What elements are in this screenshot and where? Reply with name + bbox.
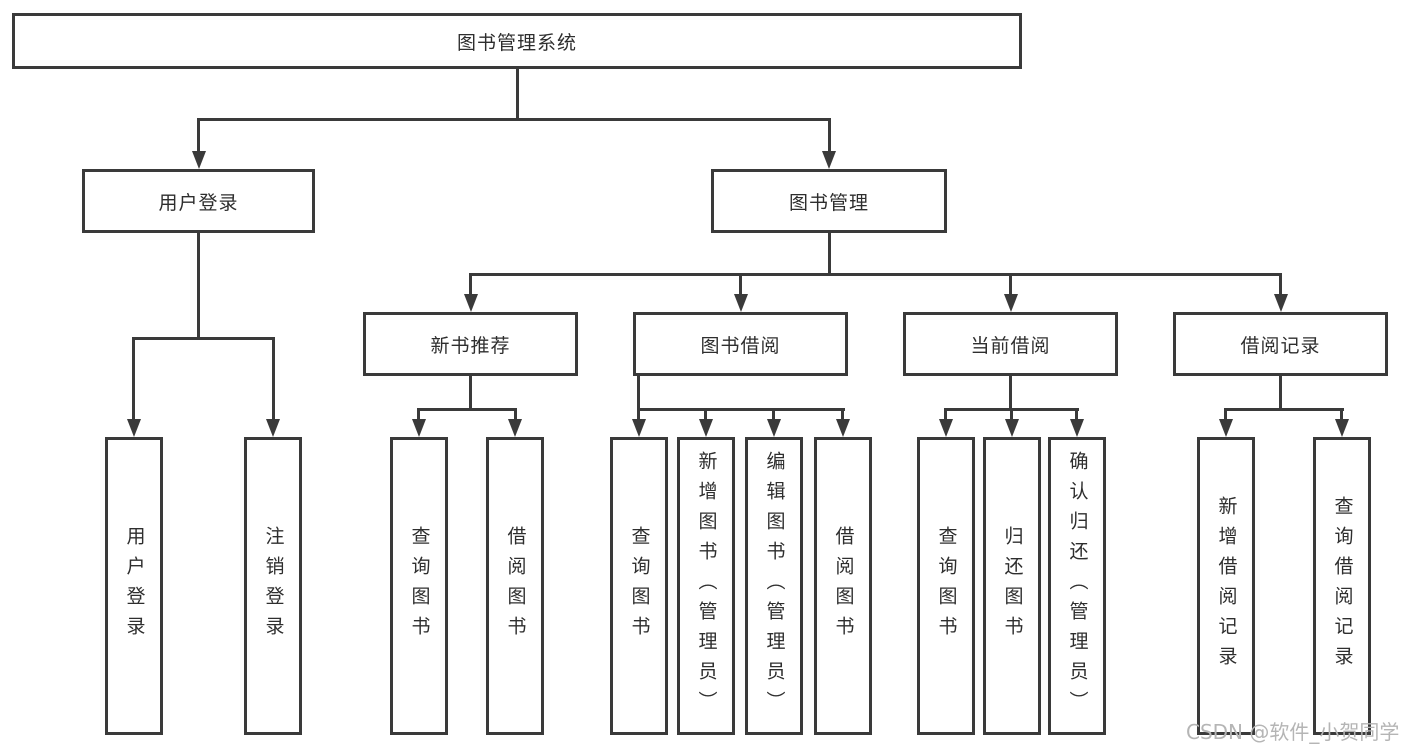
leaf-return-book: 归还图书 bbox=[983, 437, 1041, 735]
arrow-to-borrow-records bbox=[1274, 294, 1288, 312]
leaf-logout: 注销登录 bbox=[244, 437, 302, 735]
arrow-to-book-borrow bbox=[734, 294, 748, 312]
arrow-to-user-login bbox=[192, 151, 206, 169]
arrow-to-edit-book bbox=[767, 419, 781, 437]
node-book-management: 图书管理 bbox=[711, 169, 947, 233]
connector-bookborrow-hbar bbox=[637, 408, 845, 411]
arrow-to-current-borrow bbox=[1004, 294, 1018, 312]
node-root: 图书管理系统 bbox=[12, 13, 1022, 69]
arrow-to-leaf-logout bbox=[266, 419, 280, 437]
arrow-to-add-book bbox=[699, 419, 713, 437]
leaf-edit-book-admin: 编辑图书（管理员） bbox=[745, 437, 803, 735]
connector-userlogin-right-shaft bbox=[272, 337, 275, 421]
node-user-login: 用户登录 bbox=[82, 169, 315, 233]
leaf-add-book-admin: 新增图书（管理员） bbox=[677, 437, 735, 735]
connector-userlogin-hbar bbox=[132, 337, 275, 340]
connector-currentborrow-trunk bbox=[1009, 376, 1012, 408]
connector-recommend-shaft1 bbox=[417, 408, 420, 422]
connector-currentborrow-shaft2 bbox=[1010, 408, 1013, 422]
node-book-borrow: 图书借阅 bbox=[633, 312, 848, 376]
connector-shaft-recommend bbox=[469, 273, 472, 297]
arrow-to-recommend-borrow bbox=[508, 419, 522, 437]
connector-bookborrow-shaft3 bbox=[772, 408, 775, 422]
connector-recommend-shaft2 bbox=[514, 408, 517, 422]
connector-bookmgmt-trunk bbox=[828, 233, 831, 273]
leaf-recommend-borrow-book: 借阅图书 bbox=[486, 437, 544, 735]
arrow-to-new-book-recommend bbox=[464, 294, 478, 312]
node-new-book-recommend: 新书推荐 bbox=[363, 312, 578, 376]
connector-userlogin-left-shaft bbox=[132, 337, 135, 421]
connector-root-trunk bbox=[516, 69, 519, 118]
connector-root-hbar bbox=[197, 118, 831, 121]
connector-records-shaft1 bbox=[1224, 408, 1227, 422]
connector-bookborrow-shaft2 bbox=[704, 408, 707, 422]
connector-records-hbar bbox=[1224, 408, 1344, 411]
arrow-to-borrow-leaf bbox=[836, 419, 850, 437]
arrow-to-book-management bbox=[822, 151, 836, 169]
arrow-to-return-book bbox=[1005, 419, 1019, 437]
arrow-to-leaf-user-login bbox=[127, 419, 141, 437]
connector-recommend-hbar bbox=[417, 408, 517, 411]
arrow-to-confirm-return bbox=[1070, 419, 1084, 437]
connector-records-shaft2 bbox=[1340, 408, 1343, 422]
arrow-to-query-record bbox=[1335, 419, 1349, 437]
node-current-borrow: 当前借阅 bbox=[903, 312, 1118, 376]
arrow-to-borrow-query bbox=[632, 419, 646, 437]
connector-shaft-borrowrecords bbox=[1279, 273, 1282, 297]
leaf-add-borrow-record: 新增借阅记录 bbox=[1197, 437, 1255, 735]
leaf-query-borrow-record: 查询借阅记录 bbox=[1313, 437, 1371, 735]
leaf-confirm-return-admin: 确认归还（管理员） bbox=[1048, 437, 1106, 735]
leaf-borrow-query-book: 查询图书 bbox=[610, 437, 668, 735]
node-borrow-records: 借阅记录 bbox=[1173, 312, 1388, 376]
connector-bookborrow-shaft4 bbox=[841, 408, 844, 422]
connector-shaft-currentborrow bbox=[1009, 273, 1012, 297]
connector-recommend-trunk bbox=[469, 376, 472, 408]
leaf-current-query-book: 查询图书 bbox=[917, 437, 975, 735]
connector-currentborrow-shaft1 bbox=[944, 408, 947, 422]
leaf-borrow-book: 借阅图书 bbox=[814, 437, 872, 735]
connector-root-right-shaft bbox=[828, 118, 831, 154]
connector-currentborrow-shaft3 bbox=[1075, 408, 1078, 422]
arrow-to-current-query bbox=[939, 419, 953, 437]
connector-userlogin-trunk bbox=[197, 233, 200, 337]
arrow-to-recommend-query bbox=[412, 419, 426, 437]
leaf-recommend-query-book: 查询图书 bbox=[390, 437, 448, 735]
csdn-watermark: CSDN @软件_小贺同学 bbox=[1186, 720, 1400, 744]
connector-bookmgmt-hbar bbox=[469, 273, 1282, 276]
connector-records-trunk bbox=[1279, 376, 1282, 408]
connector-root-left-shaft bbox=[197, 118, 200, 154]
arrow-to-add-record bbox=[1219, 419, 1233, 437]
connector-shaft-bookborrow bbox=[739, 273, 742, 297]
connector-bookborrow-trunk bbox=[637, 376, 640, 408]
leaf-user-login: 用户登录 bbox=[105, 437, 163, 735]
connector-bookborrow-shaft1 bbox=[637, 408, 640, 422]
